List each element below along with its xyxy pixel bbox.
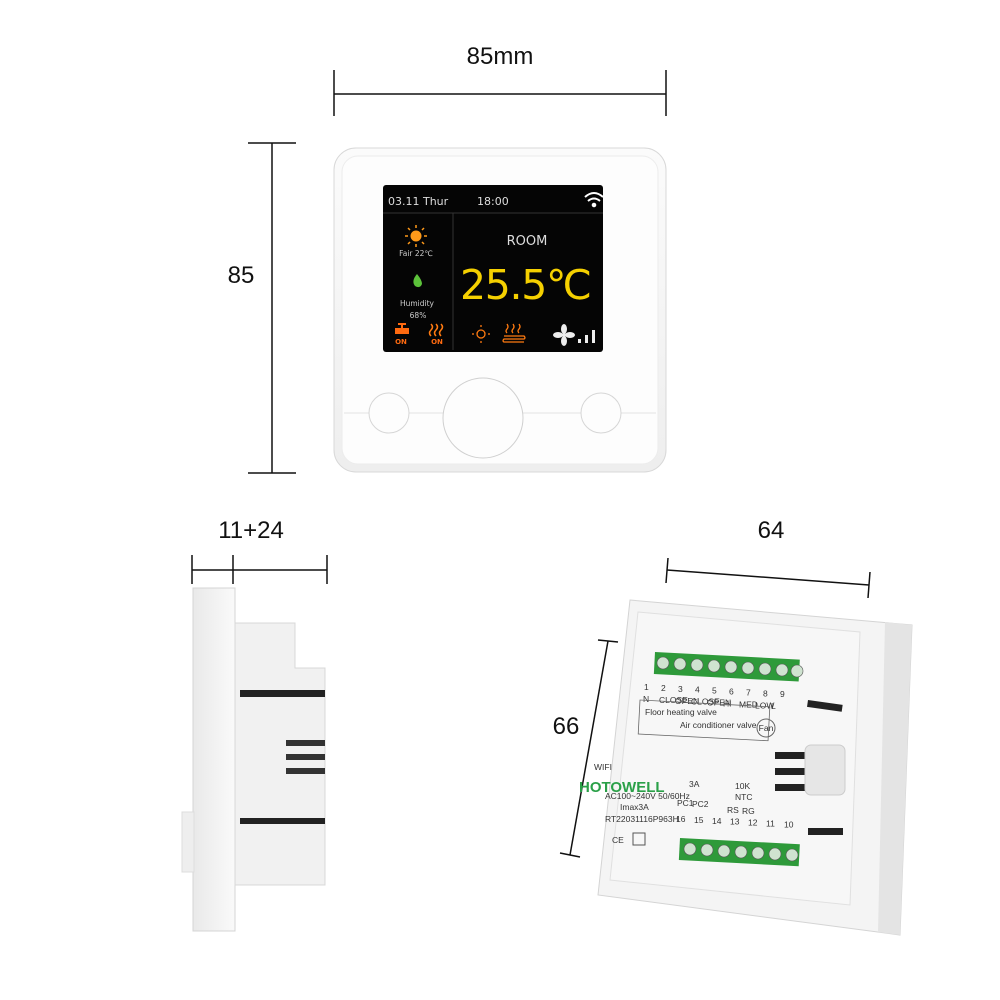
terminal-label: 12 bbox=[748, 818, 758, 828]
heat-mode-sun-icon bbox=[472, 325, 490, 343]
side-depth-label: 11+24 bbox=[218, 517, 284, 544]
terminal-label: HI bbox=[723, 699, 732, 709]
ce-mark: CE bbox=[612, 835, 624, 845]
terminal-label: CLOSE bbox=[659, 695, 688, 705]
floor-valve-label: Floor heating valve bbox=[645, 707, 717, 717]
terminal-label: 10 bbox=[784, 819, 794, 829]
terminal-label: 1 bbox=[644, 682, 649, 692]
heat-status: ON bbox=[431, 338, 443, 346]
top-terminal-numbers: 1 2 3 4 5 6 7 8 9 bbox=[644, 682, 785, 699]
current-label: Imax3A bbox=[620, 802, 649, 812]
side-depth-dimension: 11+24 bbox=[191, 517, 328, 584]
valve-status: ON bbox=[395, 338, 407, 346]
terminal-label: 6 bbox=[729, 687, 734, 697]
front-height-dimension: 85 bbox=[228, 142, 296, 474]
screen-time: 18:00 bbox=[477, 195, 509, 208]
screen-date: 03.11 Thur bbox=[388, 195, 449, 208]
terminal-label: OPEN bbox=[675, 696, 699, 706]
front-width-dimension: 85mm bbox=[333, 43, 667, 116]
humidity-value: 68% bbox=[410, 311, 427, 320]
thermostat-front: 03.11 Thur 18:00 Fair 22℃ Humidity 68% O… bbox=[333, 147, 667, 473]
terminal-label: L bbox=[771, 701, 776, 711]
terminal-label: LOW bbox=[755, 700, 774, 710]
control-knob[interactable] bbox=[442, 377, 524, 459]
valve-icon bbox=[395, 323, 409, 334]
ntc-value-label: 10K bbox=[735, 781, 750, 791]
humidity-drop-icon bbox=[413, 274, 422, 288]
serial-label: RT22031116P963H bbox=[605, 814, 679, 824]
terminal-label: 9 bbox=[780, 689, 785, 699]
front-height-label: 85 bbox=[228, 262, 255, 289]
model-label: WIFI bbox=[594, 762, 612, 772]
terminal-label: MED bbox=[739, 699, 758, 709]
room-temperature: 25.5℃ bbox=[460, 261, 592, 309]
terminal-label: 4 bbox=[695, 685, 700, 695]
pc2-label: PC2 bbox=[692, 799, 709, 809]
terminal-label: 5 bbox=[712, 686, 717, 696]
back-height-dimension: 66 bbox=[553, 639, 619, 858]
fan-speed-bars-icon bbox=[578, 330, 595, 343]
terminal-label: 8 bbox=[763, 688, 768, 698]
room-label: ROOM bbox=[507, 234, 548, 249]
sun-weather-icon bbox=[405, 225, 427, 247]
terminal-label: 16 bbox=[676, 814, 686, 824]
terminal-label: 7 bbox=[746, 687, 751, 697]
rs-label: RS bbox=[727, 805, 739, 815]
relay-label: 3A bbox=[689, 779, 700, 789]
floor-heat-icon bbox=[502, 323, 526, 343]
bottom-terminal-screws bbox=[683, 842, 799, 862]
voltage-label: AC100~240V 50/60Hz bbox=[605, 791, 690, 801]
pc1-label: PC1 bbox=[677, 798, 694, 808]
rg-label: RG bbox=[742, 806, 755, 816]
ac-valve-label: Air conditioner valve bbox=[680, 720, 757, 730]
terminal-label: N bbox=[643, 694, 649, 704]
terminal-label: CLOSE bbox=[691, 697, 720, 707]
terminal-label: 3 bbox=[678, 684, 683, 694]
thermostat-side bbox=[181, 587, 326, 932]
brand-logo: HOTOWELL bbox=[579, 779, 665, 796]
wifi-icon bbox=[584, 192, 604, 208]
terminal-label: 14 bbox=[712, 816, 722, 826]
ntc-label: NTC bbox=[735, 792, 752, 802]
front-width-label: 85mm bbox=[467, 43, 534, 70]
heating-icon bbox=[428, 323, 444, 337]
terminal-label: OPEN bbox=[707, 698, 731, 708]
lcd-screen bbox=[383, 185, 603, 352]
terminal-label: 13 bbox=[730, 817, 740, 827]
back-height-label: 66 bbox=[553, 713, 580, 740]
bottom-terminal-numbers: 16 15 14 13 12 11 10 bbox=[676, 814, 794, 829]
left-button[interactable] bbox=[368, 392, 410, 434]
humidity-label: Humidity bbox=[400, 299, 435, 308]
back-width-dimension: 64 bbox=[665, 517, 871, 599]
fan-label: Fan bbox=[759, 723, 774, 733]
terminal-label: 2 bbox=[661, 683, 666, 693]
back-width-label: 64 bbox=[758, 517, 785, 544]
terminal-label: 15 bbox=[694, 815, 704, 825]
fan-icon bbox=[553, 324, 575, 346]
right-button[interactable] bbox=[580, 392, 622, 434]
top-terminal-screws bbox=[656, 656, 804, 678]
weather-text: Fair 22℃ bbox=[399, 249, 433, 258]
terminal-label: 11 bbox=[766, 819, 775, 829]
